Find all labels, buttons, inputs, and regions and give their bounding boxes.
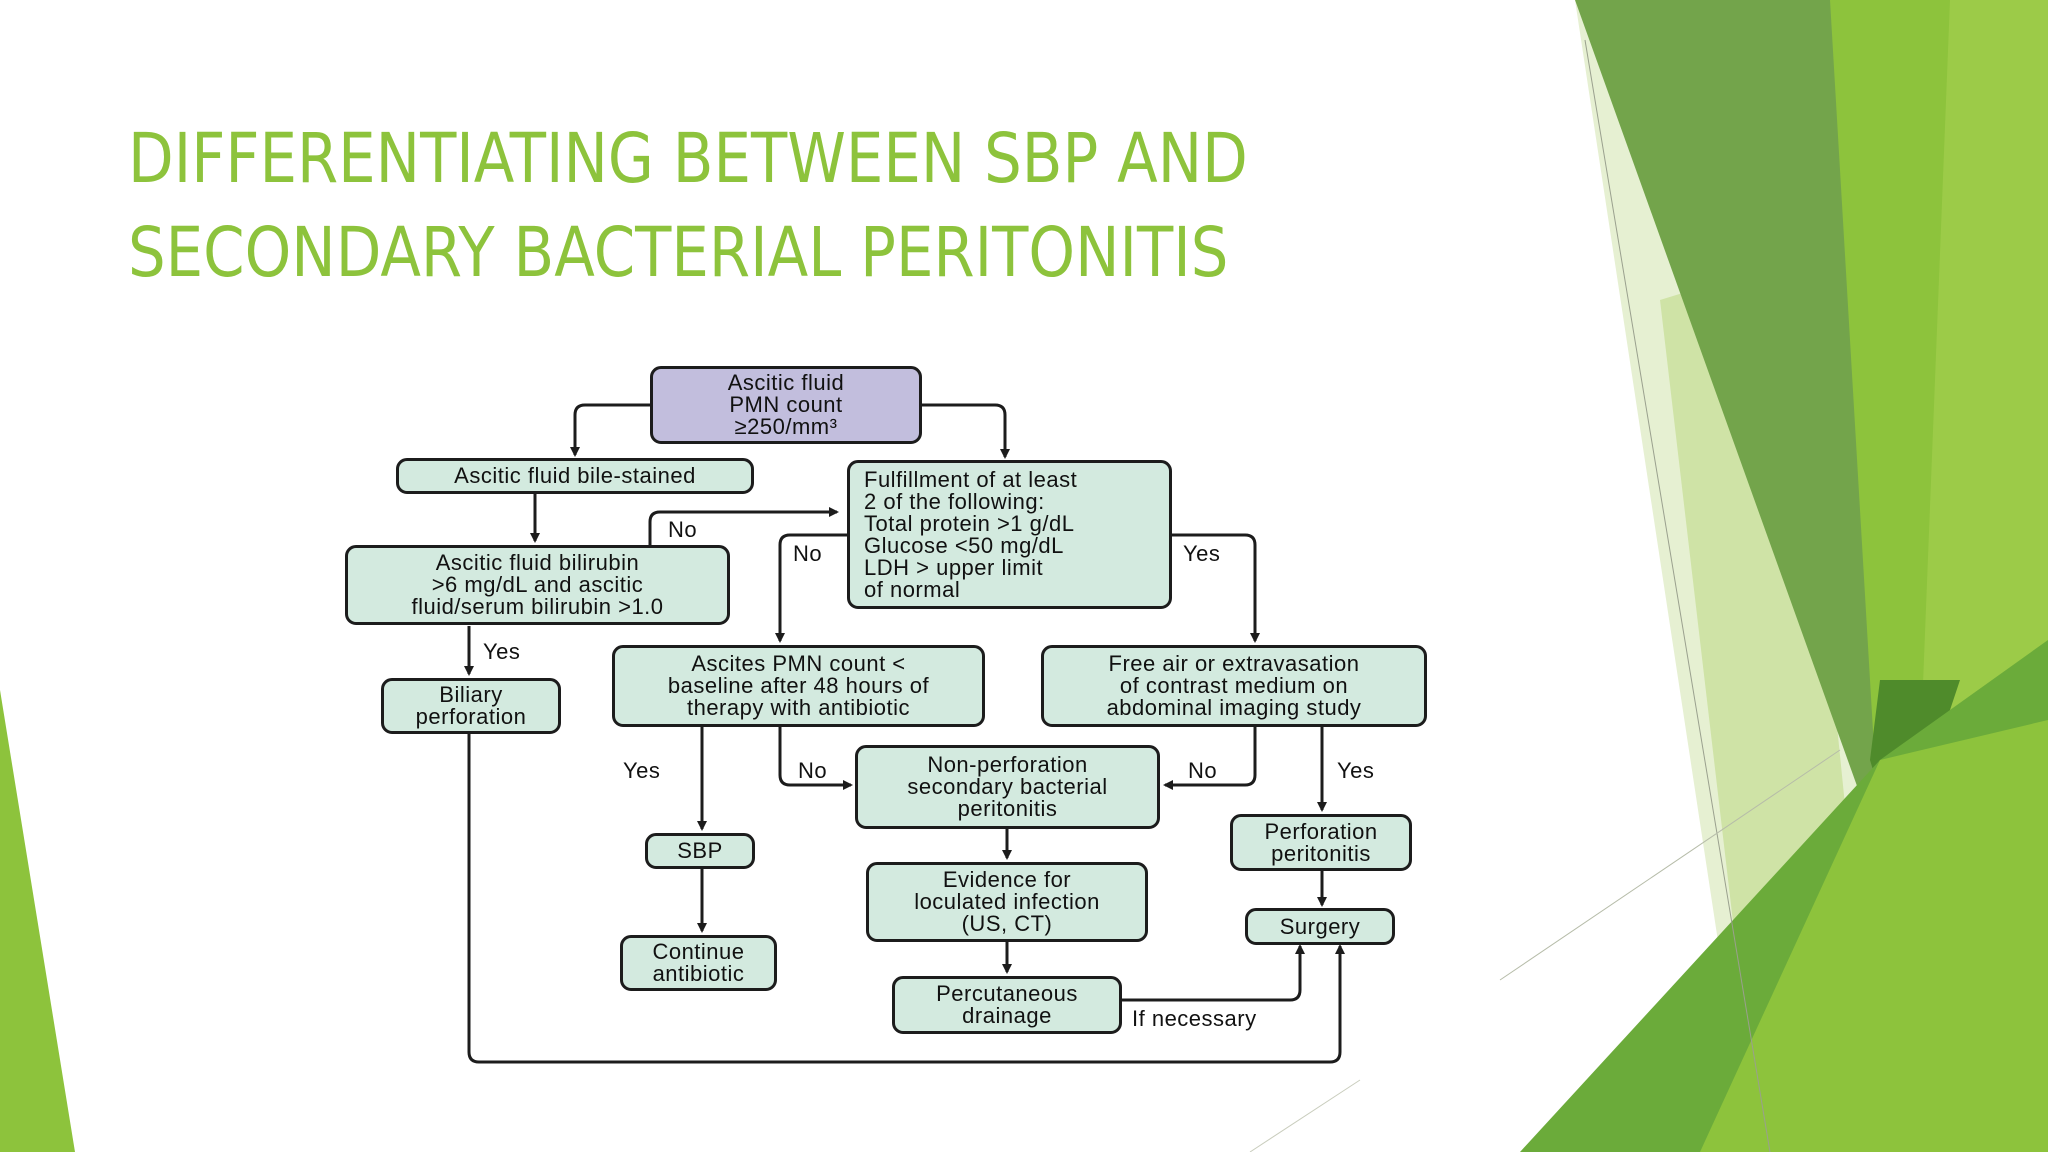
slide-title: DIFFERENTIATING BETWEEN SBP AND SECONDAR… bbox=[128, 112, 1289, 300]
edge-pmn-to-bile bbox=[570, 403, 650, 457]
thin-line-1 bbox=[1584, 39, 1771, 1152]
node-non-perforation: Non-perforation secondary bacterial peri… bbox=[855, 745, 1160, 829]
label-yes-free-air: Yes bbox=[1337, 758, 1375, 783]
slide-title-line-1: DIFFERENTIATING BETWEEN SBP AND bbox=[128, 119, 1248, 199]
node-pmn-count-text: Ascitic fluid PMN count ≥250/mm³ bbox=[727, 370, 845, 439]
edge-bilirubin-no-to-criteria bbox=[648, 507, 839, 545]
node-evidence-loculated-text: Evidence for loculated infection (US, CT… bbox=[914, 867, 1100, 936]
node-bile-stained: Ascitic fluid bile-stained bbox=[396, 458, 754, 494]
node-bile-stained-text: Ascitic fluid bile-stained bbox=[454, 463, 696, 488]
label-if-necessary: If necessary bbox=[1132, 1006, 1257, 1031]
node-perforation-peritonitis-text: Perforation peritonitis bbox=[1264, 818, 1378, 866]
node-surgery: Surgery bbox=[1245, 908, 1395, 945]
left-green-stripe bbox=[0, 690, 75, 1152]
thin-line-2 bbox=[1499, 749, 1841, 981]
node-free-air-text: Free air or extravasation of contrast me… bbox=[1106, 651, 1362, 720]
slide-title-line-2: SECONDARY BACTERIAL PERITONITIS bbox=[128, 213, 1229, 293]
node-continue-antibiotic: Continue antibiotic bbox=[620, 935, 777, 991]
edge-criteria-yes-to-freeair bbox=[1172, 533, 1260, 643]
node-perforation-peritonitis: Perforation peritonitis bbox=[1230, 814, 1412, 871]
label-no-criteria: No bbox=[793, 541, 823, 566]
edge-biliary-to-surgery bbox=[467, 734, 1345, 1064]
node-sbp-text: SBP bbox=[677, 838, 723, 863]
label-yes-pmn: Yes bbox=[623, 758, 661, 783]
node-continue-antibiotic-text: Continue antibiotic bbox=[652, 939, 745, 986]
node-evidence-loculated: Evidence for loculated infection (US, CT… bbox=[866, 862, 1148, 942]
edge-drainage-to-surgery bbox=[1122, 944, 1305, 1002]
right-green-panel bbox=[1920, 0, 2048, 760]
label-no-pmn: No bbox=[798, 758, 828, 783]
node-percutaneous-drainage: Percutaneous drainage bbox=[892, 976, 1122, 1034]
edge-pmn-to-criteria bbox=[922, 403, 1010, 459]
node-criteria-text: Fulfillment of at least 2 of the followi… bbox=[864, 466, 1078, 602]
label-no-bilirubin: No bbox=[668, 517, 698, 542]
edge-freeair-no-to-nonperf bbox=[1163, 727, 1257, 790]
thin-line-3 bbox=[1249, 1079, 1361, 1152]
node-non-perforation-text: Non-perforation secondary bacterial peri… bbox=[907, 752, 1108, 821]
node-percutaneous-drainage-text: Percutaneous drainage bbox=[936, 981, 1078, 1028]
node-surgery-text: Surgery bbox=[1279, 913, 1361, 939]
node-bilirubin-text: Ascitic fluid bilirubin >6 mg/dL and asc… bbox=[411, 550, 664, 619]
node-biliary-perforation-text: Biliary perforation bbox=[415, 682, 527, 729]
node-criteria: Fulfillment of at least 2 of the followi… bbox=[847, 460, 1172, 609]
bottom-right-light-panel bbox=[1700, 720, 2048, 1152]
node-pmn-count: Ascitic fluid PMN count ≥250/mm³ bbox=[650, 366, 922, 444]
node-bilirubin: Ascitic fluid bilirubin >6 mg/dL and asc… bbox=[345, 545, 730, 625]
edge-criteria-no-to-pmnbaseline bbox=[775, 533, 847, 643]
right-dark-panel bbox=[1575, 0, 1880, 850]
label-yes-criteria: Yes bbox=[1183, 541, 1221, 566]
node-biliary-perforation: Biliary perforation bbox=[381, 678, 561, 734]
label-yes-bilirubin: Yes bbox=[483, 639, 521, 664]
label-no-free-air: No bbox=[1188, 758, 1218, 783]
node-pmn-baseline: Ascites PMN count < baseline after 48 ho… bbox=[612, 645, 985, 727]
edge-pmnbaseline-no-to-nonperf bbox=[778, 727, 853, 790]
node-sbp: SBP bbox=[645, 833, 755, 869]
node-pmn-baseline-text: Ascites PMN count < baseline after 48 ho… bbox=[667, 651, 930, 720]
node-free-air: Free air or extravasation of contrast me… bbox=[1041, 645, 1427, 727]
